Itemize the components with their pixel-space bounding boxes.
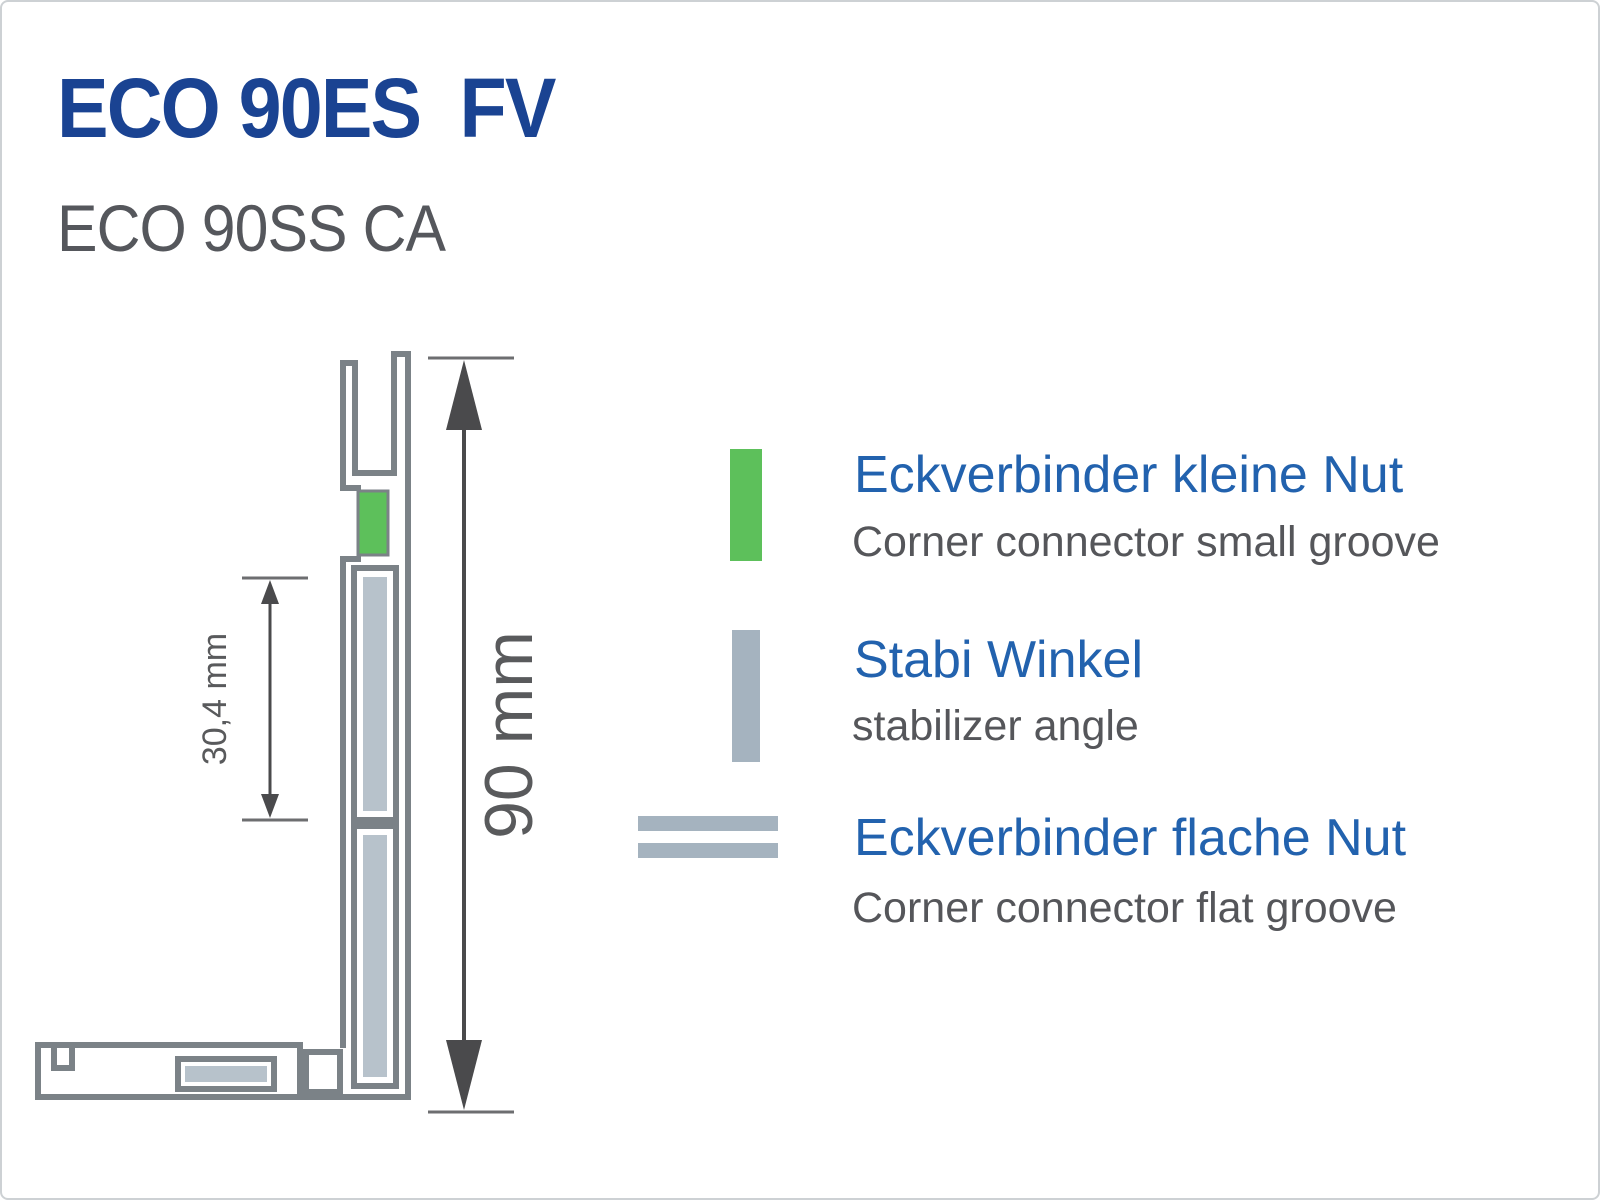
legend-item-title: Eckverbinder flache Nut: [854, 809, 1407, 867]
stabilizer-angle-insert-lower: [351, 823, 399, 1089]
legend-item-title: Stabi Winkel: [854, 631, 1143, 689]
corner-connector-small-groove-insert: [356, 489, 390, 557]
profile-cross-section-diagram: 90 mm 30,4 mm: [35, 351, 547, 1114]
page-subtitle: ECO 90SS CA: [57, 191, 446, 265]
dimension-90mm-label: 90 mm: [471, 631, 547, 839]
dimension-30-4mm: 30,4 mm: [196, 576, 308, 822]
dimension-90mm: 90 mm: [428, 356, 547, 1114]
stabilizer-angle-swatch: [732, 630, 760, 762]
corner-connector-small-groove-swatch: [730, 449, 762, 561]
legend-item-subtitle: stabilizer angle: [852, 702, 1139, 750]
corner-connector-flat-groove-insert: [175, 1056, 277, 1092]
legend-item-title: Eckverbinder kleine Nut: [854, 446, 1404, 504]
stabilizer-angle-insert-upper: [351, 565, 399, 823]
legend-item-subtitle: Corner connector flat groove: [852, 884, 1397, 932]
joint-notch: [303, 1049, 343, 1095]
profile-outline: [35, 351, 411, 1100]
dimension-30-4mm-label: 30,4 mm: [196, 633, 234, 765]
legend-item-subtitle: Corner connector small groove: [852, 518, 1440, 566]
page-title: ECO 90ES FV: [57, 61, 556, 155]
